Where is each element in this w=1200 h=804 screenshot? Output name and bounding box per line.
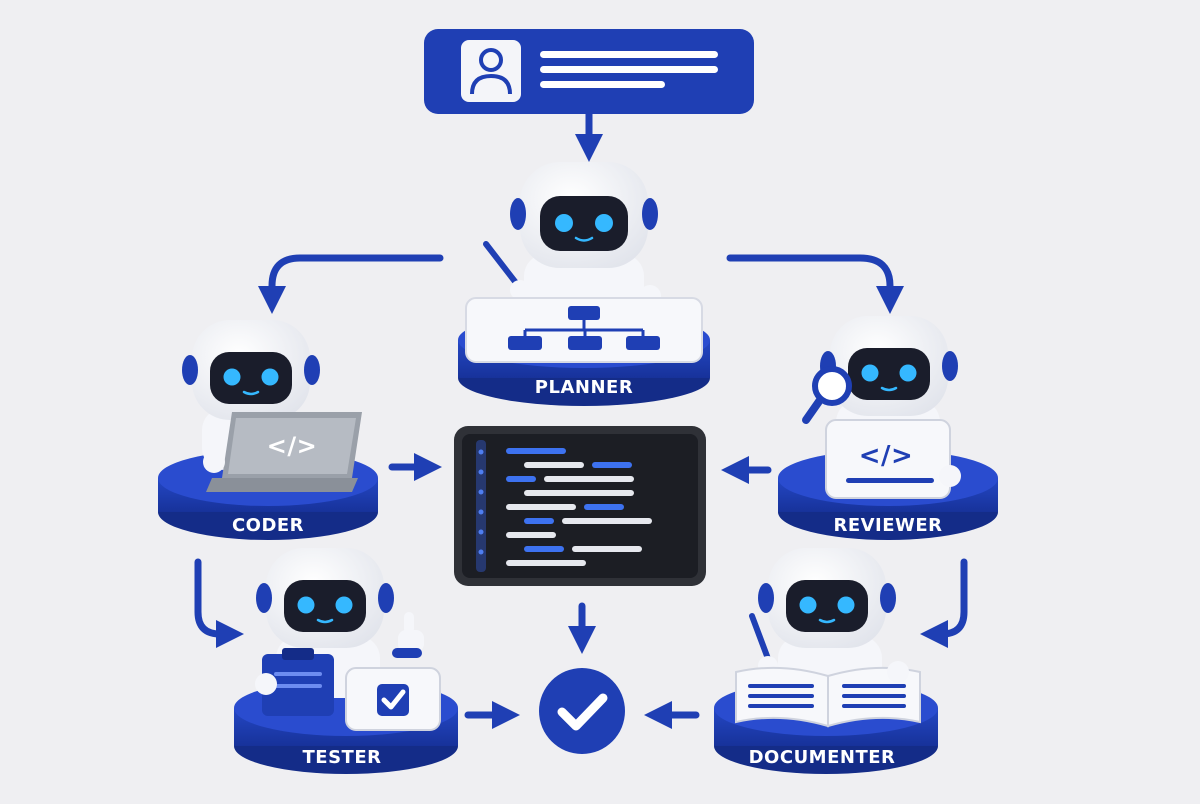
arrow-reviewer-to-documenter <box>920 558 968 648</box>
arrow-planner-to-reviewer <box>726 254 904 314</box>
pencil-icon <box>483 241 523 291</box>
user-icon <box>461 40 521 102</box>
agent-coder: </> CODER <box>158 320 378 540</box>
agent-planner: PLANNER <box>458 162 710 406</box>
agent-label-reviewer: REVIEWER <box>833 515 942 536</box>
review-tablet: </> <box>825 419 951 499</box>
flowchart-icon <box>508 306 660 350</box>
clipboard <box>262 648 334 716</box>
code-lines <box>506 448 652 566</box>
agent-label-coder: CODER <box>232 515 304 536</box>
agent-label-planner: PLANNER <box>535 377 633 398</box>
thumbs-up-icon <box>392 612 424 658</box>
planner-robot <box>483 162 661 318</box>
check-icon <box>557 693 608 731</box>
agent-tester: TESTER <box>234 548 458 774</box>
flowchart-board <box>465 297 703 363</box>
flow-arrows <box>194 108 968 729</box>
user-request-card <box>424 29 754 114</box>
laptop: </> <box>206 412 362 492</box>
pencil-icon <box>749 613 773 667</box>
completion-check <box>539 668 625 754</box>
check-icon <box>381 689 406 710</box>
agent-label-tester: TESTER <box>303 747 382 768</box>
magnifier-icon <box>802 366 852 424</box>
code-brackets-icon: </> <box>859 441 914 471</box>
code-brackets-icon: </> <box>267 432 317 460</box>
agent-reviewer: </> REVIEWER <box>778 316 998 540</box>
code-screen <box>454 426 706 586</box>
arrow-coder-to-tester <box>194 558 244 648</box>
agent-label-documenter: DOCUMENTER <box>749 747 896 768</box>
checkbox-card <box>345 667 441 731</box>
arrow-planner-to-coder <box>258 254 444 314</box>
agent-documenter: DOCUMENTER <box>714 548 938 774</box>
